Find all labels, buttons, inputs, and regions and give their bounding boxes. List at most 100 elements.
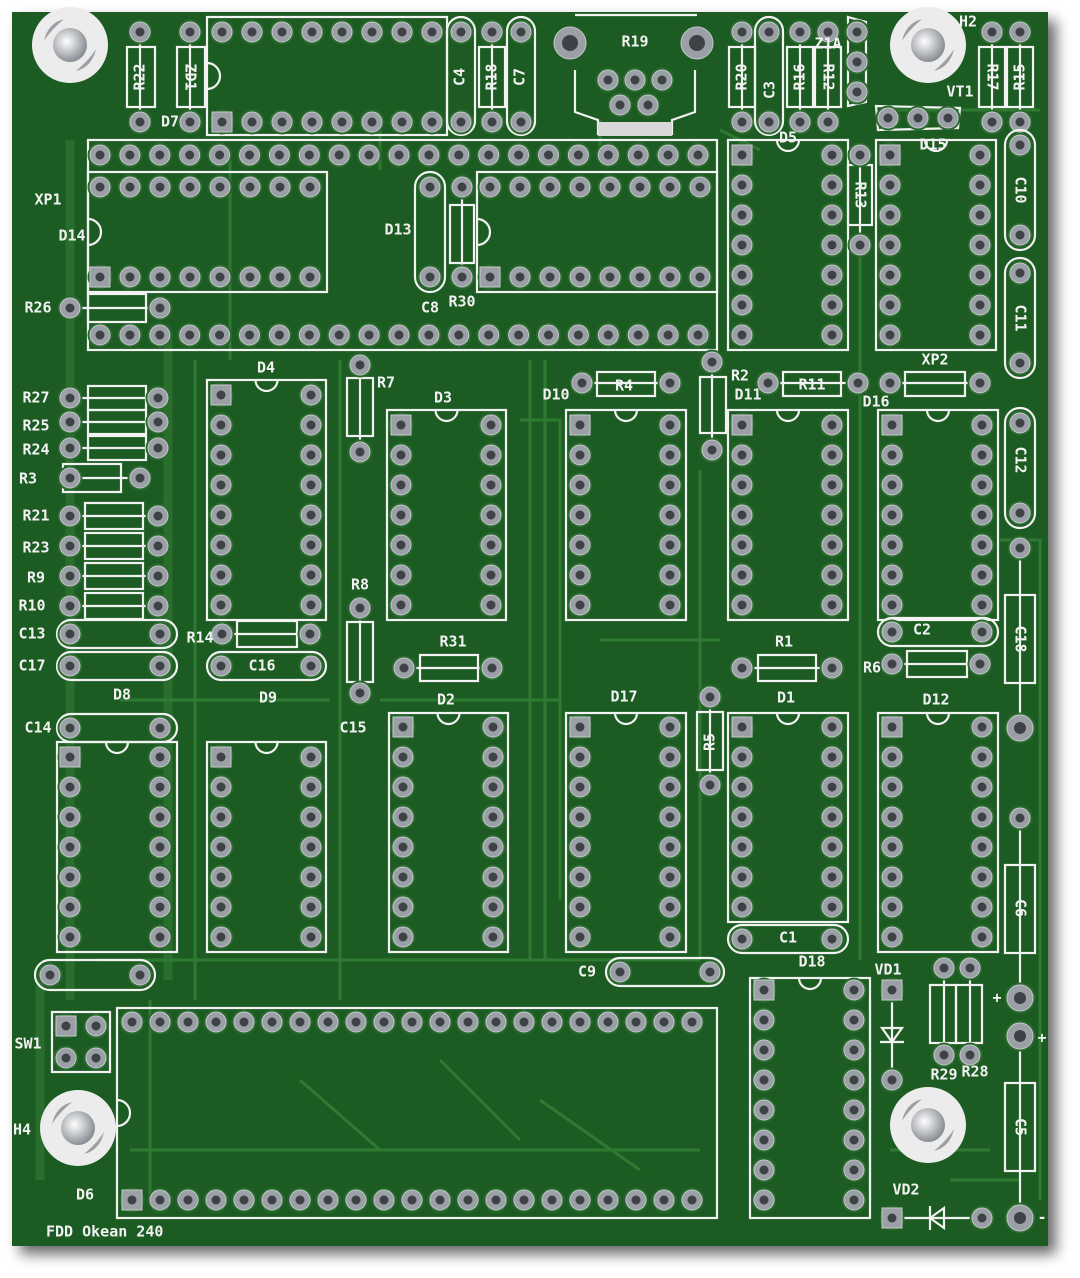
- copper-trace: [438, 1058, 522, 1142]
- round-pad: [819, 502, 845, 528]
- round-pad: [480, 864, 506, 890]
- round-pad: [480, 924, 506, 950]
- round-pad: [119, 1009, 145, 1035]
- round-pad: [386, 142, 412, 168]
- round-pad: [507, 174, 533, 200]
- round-pad: [57, 593, 83, 619]
- round-pad: [388, 592, 414, 618]
- round-pad: [145, 385, 171, 411]
- square-pad: [209, 109, 235, 135]
- ic-d15: [874, 138, 998, 352]
- label-c18: C18: [1012, 625, 1030, 652]
- round-pad: [83, 1045, 109, 1071]
- round-pad: [147, 1009, 173, 1035]
- round-pad: [127, 109, 153, 135]
- diode-vd2: [892, 1205, 982, 1231]
- round-pad: [967, 202, 993, 228]
- round-pad: [480, 774, 506, 800]
- round-pad: [815, 19, 841, 45]
- label-c7: C7: [511, 68, 529, 86]
- round-pad: [819, 894, 845, 920]
- label-r25: R25: [22, 417, 49, 435]
- ic-d2: [387, 711, 510, 954]
- round-pad: [567, 532, 593, 558]
- round-pad: [390, 744, 416, 770]
- label-d16: D16: [862, 393, 889, 411]
- round-pad: [1007, 260, 1033, 286]
- round-pad: [417, 264, 443, 290]
- label-r8: R8: [351, 576, 369, 594]
- round-pad: [419, 109, 445, 135]
- label-r19: R19: [621, 33, 648, 51]
- label-r28: R28: [961, 1063, 988, 1081]
- round-pad: [147, 715, 173, 741]
- round-pad: [729, 532, 755, 558]
- label-c11: C11: [1012, 304, 1030, 331]
- round-pad: [819, 232, 845, 258]
- round-pad: [483, 1009, 509, 1035]
- round-pad: [597, 264, 623, 290]
- round-pad: [266, 142, 292, 168]
- round-pad: [390, 774, 416, 800]
- capacitor-c-misc: [33, 958, 157, 992]
- round-pad: [597, 174, 623, 200]
- resistor-r31: [404, 653, 492, 683]
- round-pad: [203, 1009, 229, 1035]
- round-pad: [298, 804, 324, 830]
- round-pad: [819, 774, 845, 800]
- round-pad: [449, 264, 475, 290]
- round-pad: [967, 232, 993, 258]
- resistor-c5: [1003, 1036, 1037, 1218]
- round-pad: [297, 174, 323, 200]
- capacitor-c2: [876, 616, 1000, 648]
- round-pad: [623, 1009, 649, 1035]
- round-pad: [208, 532, 234, 558]
- round-pad: [208, 774, 234, 800]
- round-pad: [879, 834, 905, 860]
- square-pad: [729, 142, 755, 168]
- round-pad: [388, 562, 414, 588]
- round-pad: [203, 1187, 229, 1213]
- round-pad: [879, 774, 905, 800]
- round-pad: [567, 592, 593, 618]
- round-pad: [326, 322, 352, 348]
- round-pad: [699, 349, 725, 375]
- round-pad: [508, 109, 534, 135]
- round-pad: [969, 592, 995, 618]
- round-pad: [147, 295, 173, 321]
- round-pad: [751, 1067, 777, 1093]
- label-c4: C4: [451, 68, 469, 86]
- round-pad: [506, 142, 532, 168]
- round-pad: [57, 774, 83, 800]
- round-pad: [147, 744, 173, 770]
- round-pad: [751, 1187, 777, 1213]
- resistor-xp2: [890, 370, 980, 398]
- round-pad: [208, 804, 234, 830]
- round-pad: [299, 109, 325, 135]
- round-pad: [1007, 222, 1033, 248]
- round-pad: [371, 1187, 397, 1213]
- round-pad: [57, 385, 83, 411]
- round-pad: [479, 655, 505, 681]
- round-pad: [511, 1009, 537, 1035]
- resistor-r14: [222, 619, 310, 649]
- label-h2: H2: [959, 13, 977, 31]
- ic-d17: [564, 711, 688, 954]
- label-c12: C12: [1012, 446, 1030, 473]
- label-d7: D7: [161, 113, 179, 131]
- round-pad: [819, 532, 845, 558]
- switch-sw1[interactable]: [50, 1010, 112, 1074]
- round-pad: [177, 142, 203, 168]
- round-pad: [391, 655, 417, 681]
- label-r9: R9: [27, 569, 45, 587]
- round-pad: [819, 744, 845, 770]
- round-pad: [177, 322, 203, 348]
- round-pad: [729, 322, 755, 348]
- round-pad: [147, 774, 173, 800]
- round-pad: [657, 804, 683, 830]
- round-pad: [389, 109, 415, 135]
- round-pad: [957, 955, 983, 981]
- round-pad: [635, 92, 661, 118]
- round-pad: [145, 409, 171, 435]
- round-pad: [239, 109, 265, 135]
